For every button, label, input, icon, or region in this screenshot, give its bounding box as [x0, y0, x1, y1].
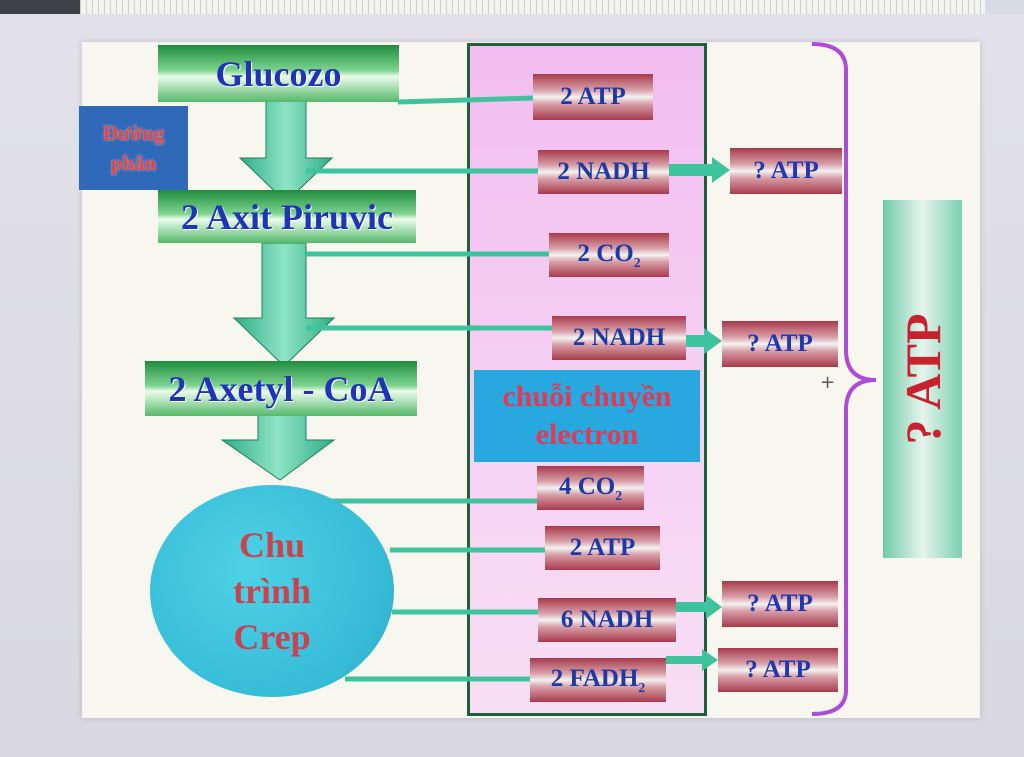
product-atp-glycolysis: 2 ATP [533, 74, 653, 120]
total-atp-label: ? ATP [894, 313, 951, 445]
co2-krebs-text: 4 CO [558, 472, 616, 500]
down-arrow-3 [220, 412, 336, 481]
product-atp-glycolysis-label: 2 ATP [560, 83, 626, 110]
duong-phan-box: Đường phân [79, 106, 188, 190]
product-nadh-pyruvate: 2 NADH [552, 316, 686, 360]
total-brace [811, 42, 877, 716]
arrow-nadh3-atp [676, 595, 722, 619]
crep-line1: Chu [238, 525, 306, 565]
co2-text: 2 CO [577, 239, 634, 267]
atp-result-4: ? ATP [718, 648, 838, 692]
co2-subscript: 2 [633, 254, 641, 270]
product-nadh-glycolysis-label: 2 NADH [557, 158, 650, 185]
glucozo-label: Glucozo [215, 53, 342, 94]
product-co2-krebs: 4 CO2 [537, 466, 644, 510]
fadh-text: 2 FADH [550, 664, 639, 692]
product-co2-pyruvate-label: 2 CO2 [577, 240, 640, 271]
product-nadh-krebs: 6 NADH [538, 598, 676, 642]
atp-result-2: ? ATP [722, 321, 838, 367]
atp-result-3: ? ATP [722, 581, 838, 627]
total-atp-box: ? ATP [883, 200, 962, 558]
axit-piruvic-box: 2 Axit Piruvic [158, 190, 416, 243]
atp-result-1: ? ATP [730, 148, 842, 194]
arrow-nadh1-atp [668, 157, 730, 183]
product-fadh-krebs: 2 FADH2 [530, 658, 666, 702]
product-nadh-krebs-label: 6 NADH [560, 606, 654, 633]
glucozo-box: Glucozo [158, 45, 399, 102]
arrow-fadh-atp [666, 649, 718, 671]
line-atp-glycolysis [397, 95, 536, 105]
atp-result-3-label: ? ATP [747, 590, 813, 617]
crep-line2: trình [232, 571, 311, 611]
atp-result-2-label: ? ATP [747, 330, 813, 357]
product-nadh-pyruvate-label: 2 NADH [572, 324, 666, 351]
ruler-corner [985, 0, 1024, 16]
chuoi-line1: chuỗi chuyền [502, 380, 672, 413]
product-atp-krebs-label: 2 ATP [569, 534, 636, 561]
chuoi-line2: electron [535, 418, 639, 451]
krebs-cycle-circle: Chu trình Crep [150, 485, 394, 697]
product-co2-pyruvate: 2 CO2 [549, 233, 669, 277]
axit-piruvic-label: 2 Axit Piruvic [181, 196, 393, 237]
duong-phan-line2: phân [110, 151, 157, 175]
plus-mark: + [820, 372, 835, 393]
duong-phan-line1: Đường [102, 121, 165, 145]
atp-result-1-label: ? ATP [753, 157, 819, 184]
axetyl-coa-label: 2 Axetyl - CoA [168, 368, 394, 409]
axetyl-coa-box: 2 Axetyl - CoA [145, 361, 417, 416]
co2-krebs-subscript: 2 [615, 487, 623, 503]
atp-result-4-label: ? ATP [745, 656, 811, 683]
electron-chain-box: chuỗi chuyền electron [474, 370, 700, 462]
crep-line3: Crep [233, 617, 311, 657]
product-co2-krebs-label: 4 CO2 [559, 473, 622, 504]
fadh-subscript: 2 [638, 679, 646, 695]
down-arrow-2 [232, 242, 336, 367]
arrow-nadh2-atp [660, 328, 722, 354]
product-atp-krebs: 2 ATP [545, 526, 660, 570]
product-nadh-glycolysis: 2 NADH [538, 150, 669, 194]
product-fadh-krebs-label: 2 FADH2 [551, 665, 646, 696]
down-arrow-1 [238, 96, 334, 203]
